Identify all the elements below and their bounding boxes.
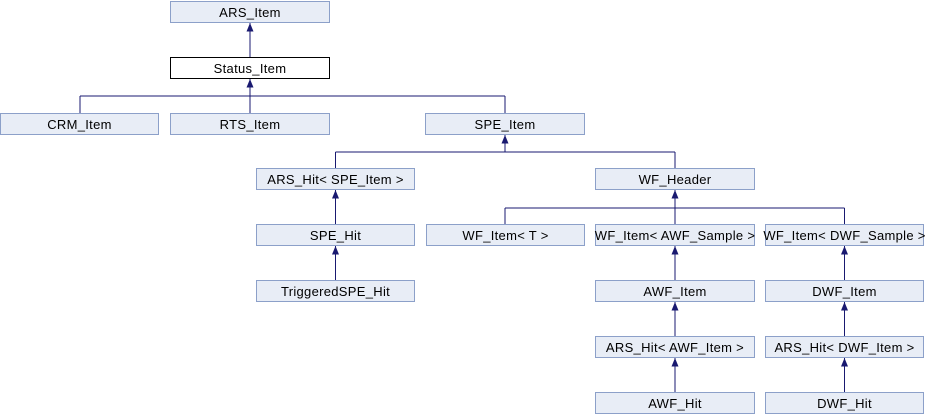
node-status-item: Status_Item: [170, 57, 330, 79]
node-dwf-hit[interactable]: DWF_Hit: [765, 392, 924, 414]
node-wf-item-dwf-sample[interactable]: WF_Item< DWF_Sample >: [763, 224, 925, 246]
node-spe-item[interactable]: SPE_Item: [425, 113, 585, 135]
node-awf-item[interactable]: AWF_Item: [595, 280, 755, 302]
node-wf-item-awf-sample[interactable]: WF_Item< AWF_Sample >: [595, 224, 755, 246]
node-ars-hit-awf-item[interactable]: ARS_Hit< AWF_Item >: [595, 336, 755, 358]
node-wf-item-t[interactable]: WF_Item< T >: [426, 224, 585, 246]
node-spe-hit[interactable]: SPE_Hit: [256, 224, 415, 246]
node-crm-item[interactable]: CRM_Item: [0, 113, 159, 135]
node-triggeredspe-hit[interactable]: TriggeredSPE_Hit: [256, 280, 415, 302]
node-rts-item[interactable]: RTS_Item: [170, 113, 330, 135]
edge-lines: [79, 23, 845, 392]
node-ars-item[interactable]: ARS_Item: [170, 1, 330, 23]
edge-arrowheads: [246, 23, 848, 367]
node-wf-header[interactable]: WF_Header: [595, 168, 755, 190]
node-ars-hit-spe-item[interactable]: ARS_Hit< SPE_Item >: [256, 168, 415, 190]
node-awf-hit[interactable]: AWF_Hit: [595, 392, 755, 414]
node-dwf-item[interactable]: DWF_Item: [765, 280, 924, 302]
node-ars-hit-dwf-item[interactable]: ARS_Hit< DWF_Item >: [765, 336, 924, 358]
